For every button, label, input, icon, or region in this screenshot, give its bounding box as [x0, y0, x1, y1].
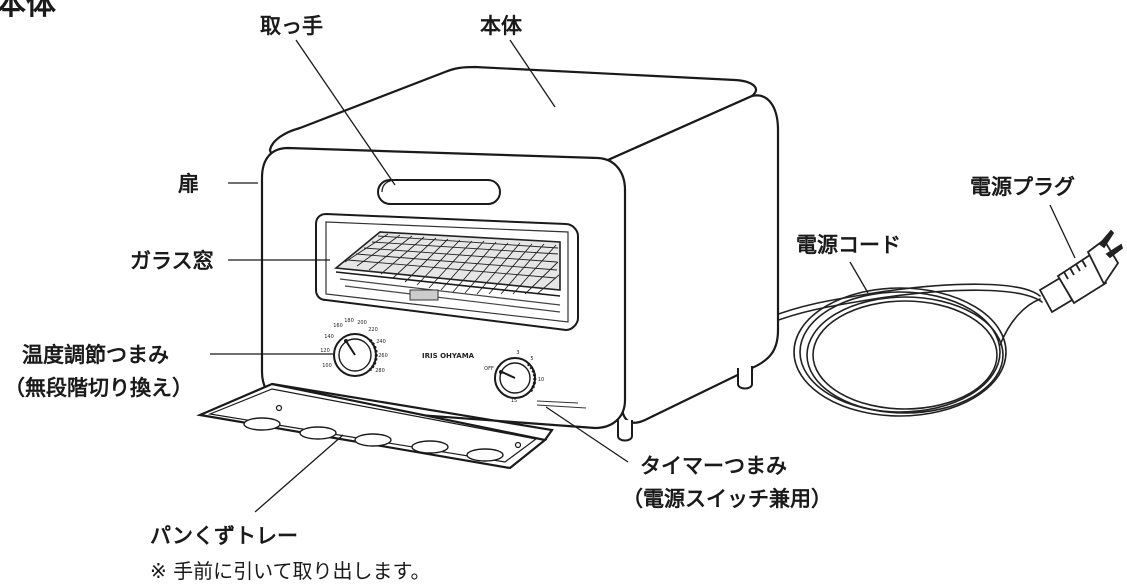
label-power-cord: 電源コード: [796, 233, 901, 257]
callout-labels: 取っ手 本体 扉 ガラス窓 電源プラグ 電源コード 温度調節つまみ （無段階切り…: [4, 14, 1075, 548]
temp-tick: 160: [333, 323, 343, 329]
timer-scale: OFF 3 5 10 15: [484, 350, 544, 404]
crumb-tray-note: ※ 手前に引いて取り出します。: [150, 559, 431, 583]
temperature-scale: 100 120 140 160 180 200 220 240 260 280: [320, 318, 388, 374]
timer-tick: 15: [511, 398, 517, 404]
temp-tick: 180: [344, 318, 354, 324]
temp-tick: 260: [378, 353, 388, 359]
power-plug: [1038, 229, 1124, 314]
timer-tick: 5: [530, 356, 533, 362]
glass-window: [315, 212, 579, 332]
label-glass-window: ガラス窓: [130, 249, 214, 273]
temp-tick: 100: [322, 363, 332, 369]
label-handle: 取っ手: [260, 14, 323, 38]
timer-tick: 10: [538, 377, 544, 383]
temp-tick: 240: [376, 339, 386, 345]
timer-knob: [494, 357, 537, 399]
temp-tick: 120: [320, 348, 330, 354]
toaster-feet: [617, 366, 753, 442]
temperature-knob: [333, 333, 378, 377]
label-temperature-knob-sub: （無段階切り換え）: [4, 376, 193, 400]
timer-tick: 3: [516, 350, 519, 356]
power-cord: [767, 283, 1043, 417]
door-handle: [377, 179, 501, 205]
section-heading: 本体: [0, 0, 57, 22]
leader-lines: [210, 39, 1076, 513]
label-timer-knob-sub: （電源スイッチ兼用）: [622, 487, 832, 511]
timer-tick: OFF: [484, 366, 494, 372]
brand-logo: IRIS OHYAMA: [422, 352, 475, 360]
crumb-tray: [196, 382, 554, 470]
temp-tick: 140: [324, 334, 334, 340]
label-timer-knob: タイマーつまみ: [640, 454, 787, 478]
label-temperature-knob: 温度調節つまみ: [22, 343, 169, 367]
temp-tick: 200: [357, 320, 367, 326]
temp-tick: 220: [368, 327, 378, 333]
label-body: 本体: [480, 14, 523, 38]
label-power-plug: 電源プラグ: [970, 175, 1075, 199]
temp-tick: 280: [375, 368, 385, 374]
wire-rack: [333, 231, 561, 295]
rating-label: [536, 400, 587, 409]
label-door: 扉: [178, 172, 199, 196]
label-crumb-tray: パンくずトレー: [150, 524, 298, 548]
